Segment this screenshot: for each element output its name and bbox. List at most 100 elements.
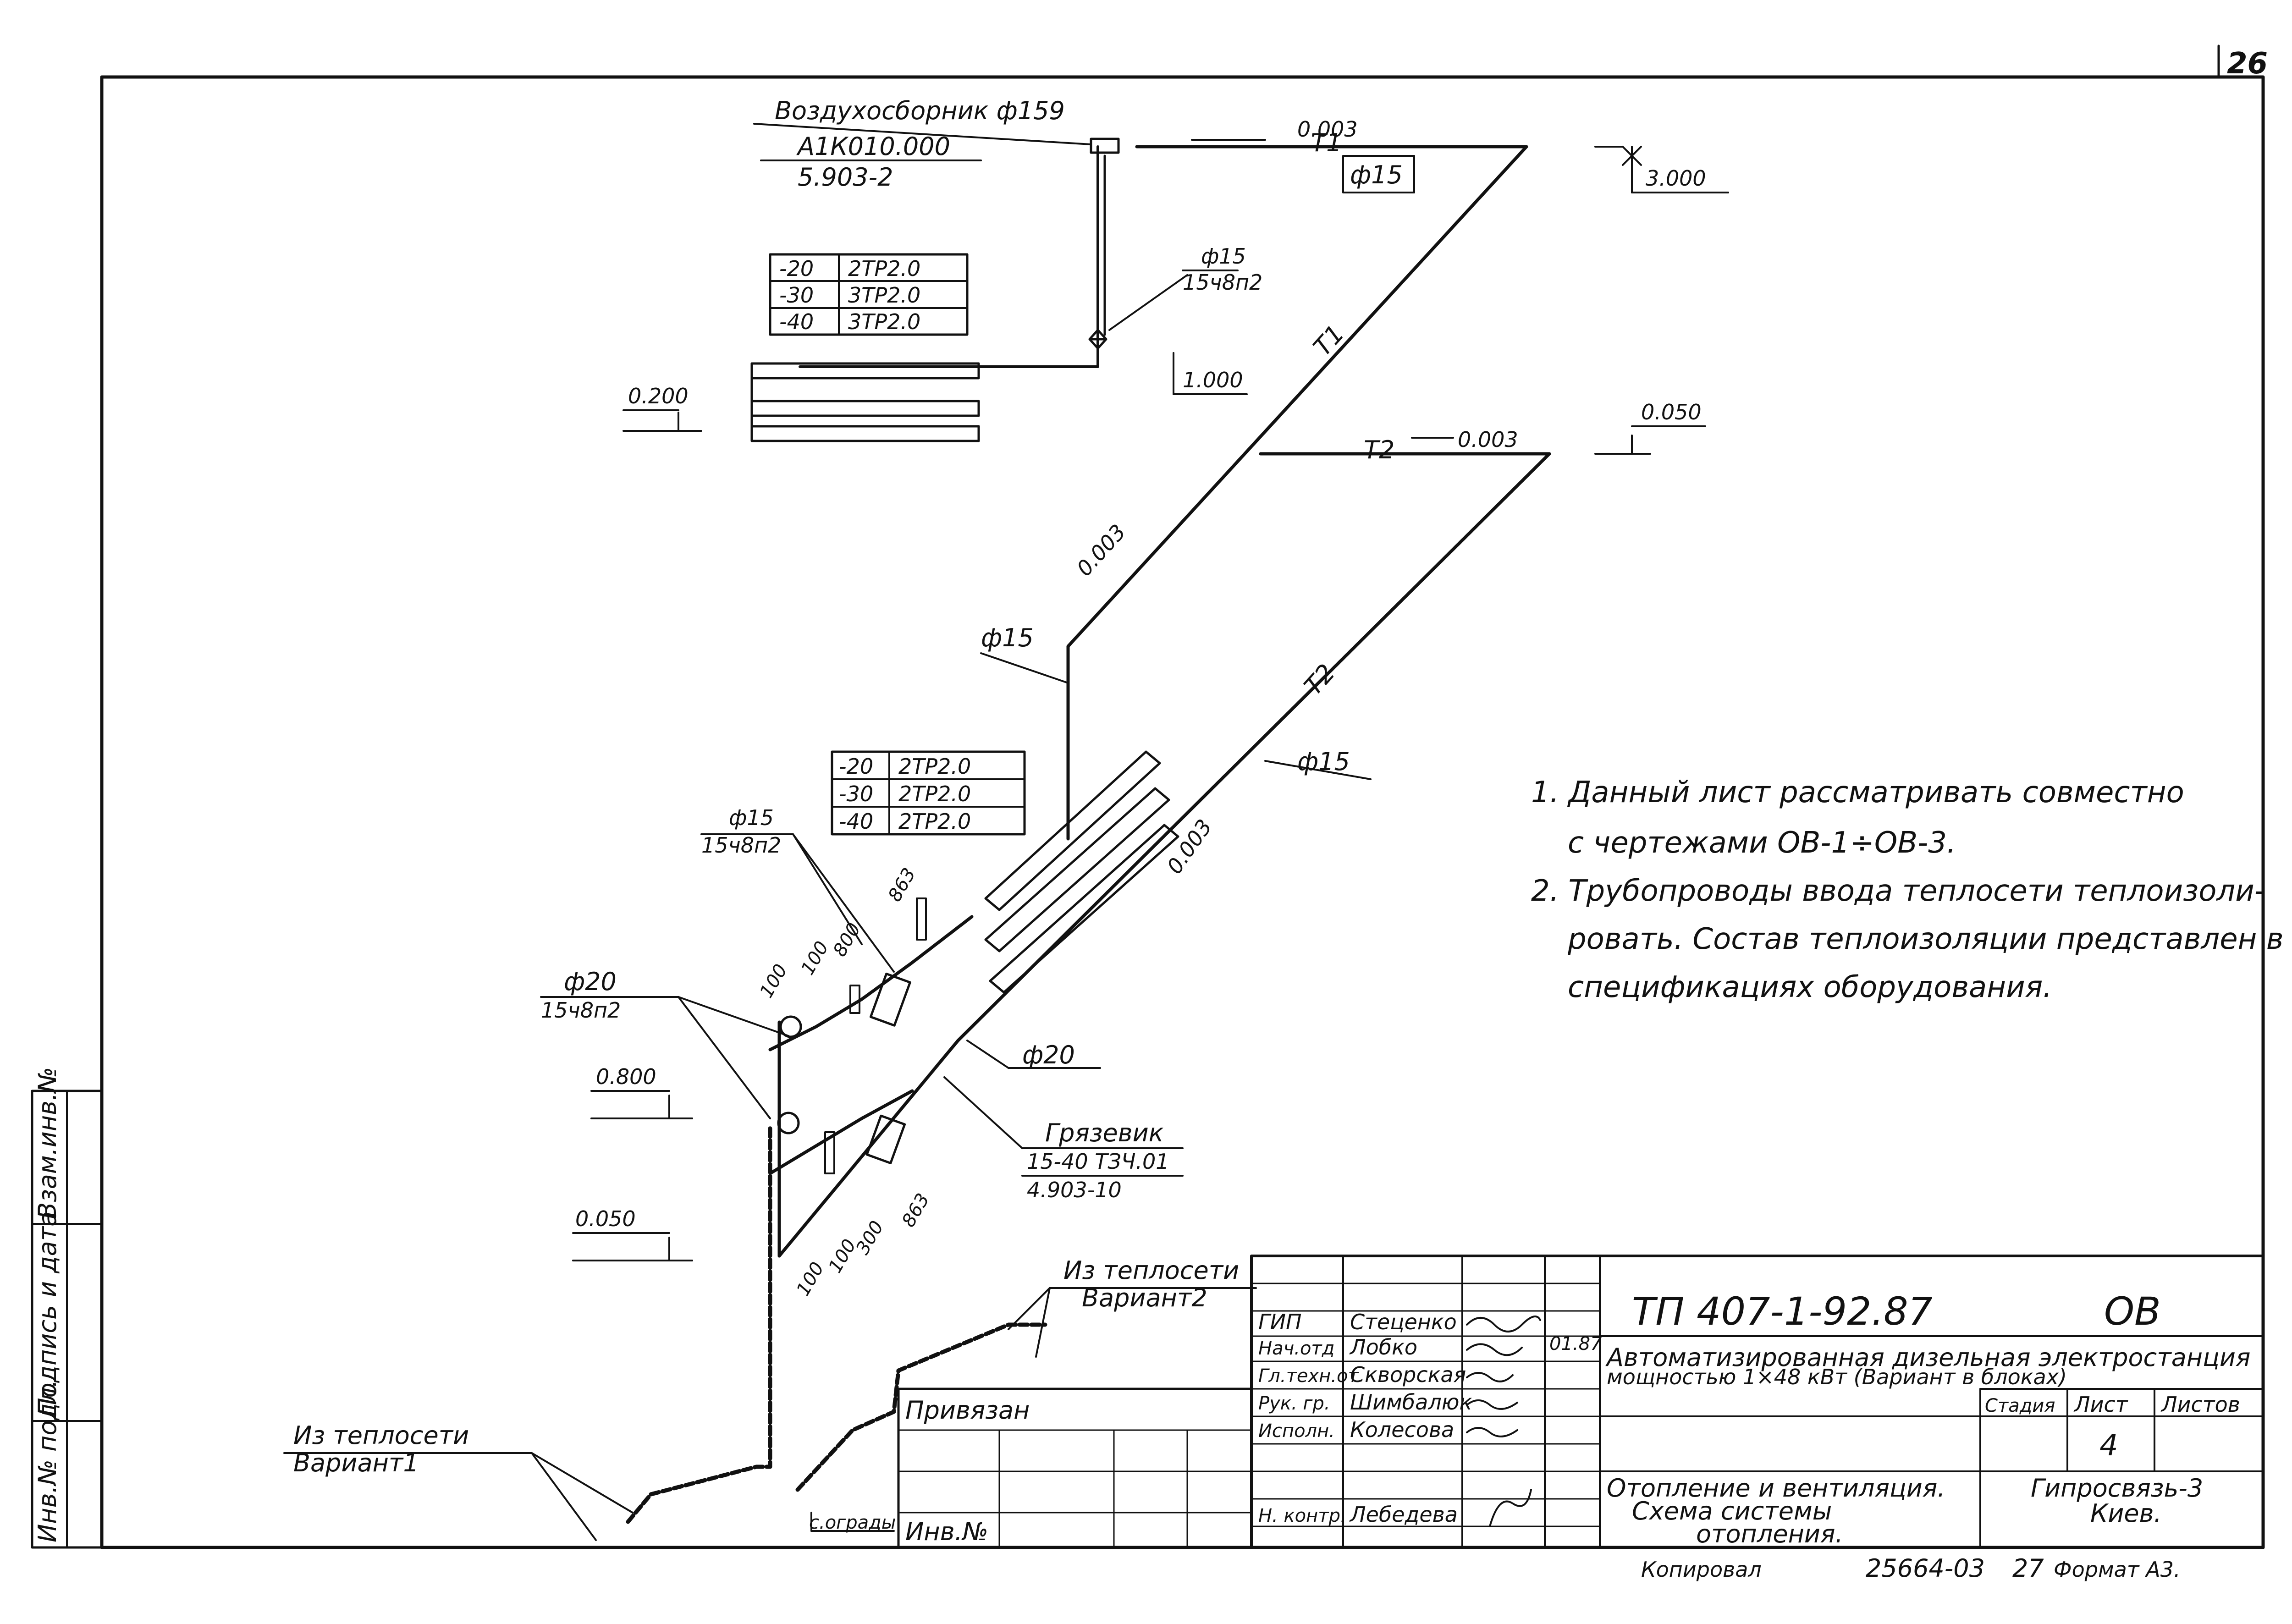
note-1: 1. Данный лист рассматривать совместно bbox=[1531, 776, 2184, 809]
rt-top-temp-2: -30 bbox=[779, 283, 814, 308]
rt-mid-spec-1: 2ТР2.0 bbox=[898, 754, 971, 779]
role-head: Нач.отд bbox=[1258, 1338, 1334, 1359]
valve-d15-top: ф15 bbox=[1201, 244, 1246, 269]
notes: 1. Данный лист рассматривать совместно с… bbox=[1531, 776, 2284, 1004]
rt-mid-spec-3: 2ТР2.0 bbox=[898, 809, 971, 834]
dim-300: 300 bbox=[852, 1217, 888, 1258]
elev-0050-right: 0.050 bbox=[1594, 400, 1706, 455]
heat-net-line-t2 bbox=[795, 1322, 1047, 1492]
sheet-corner-number: 26 bbox=[2227, 47, 2268, 81]
name-group: Шимбалюк bbox=[1350, 1390, 1472, 1415]
role-control: Н. контр. bbox=[1258, 1505, 1346, 1526]
heat-net-line-t1 bbox=[626, 1125, 772, 1524]
bound-label: Привязан bbox=[905, 1396, 1030, 1425]
name-performer: Колесова bbox=[1350, 1417, 1454, 1442]
section-title-1: Отопление и вентиляция. bbox=[1607, 1474, 1945, 1503]
mud-trap-line2: 4.903-10 bbox=[1027, 1178, 1122, 1202]
note-2: 2. Трубопроводы ввода теплосети теплоизо… bbox=[1531, 874, 2265, 908]
role-group: Рук. гр. bbox=[1258, 1393, 1330, 1414]
d15-mid: ф15 bbox=[981, 623, 1034, 652]
title-block: ГИП Стеценко Нач.отд Лобко Гл.техн.от Ск… bbox=[897, 1255, 2264, 1583]
label-t1-top: Т1 bbox=[1311, 128, 1342, 157]
sheets-label: Листов bbox=[2160, 1392, 2240, 1417]
note-2c: спецификациях оборудования. bbox=[1568, 970, 2052, 1004]
mud-trap: Грязевик 15-40 ТЗЧ.01 4.903-10 bbox=[943, 1076, 1184, 1202]
elev-0800: 0.800 bbox=[590, 1064, 693, 1119]
copied-label: Копировал bbox=[1641, 1557, 1762, 1582]
rt-top-spec-3: 3ТР2.0 bbox=[848, 309, 920, 334]
elevation-marks: 3.000 0.050 0.200 1.000 0.800 bbox=[572, 146, 1729, 1261]
side-stamp-replace: Взам.инв.№ bbox=[33, 1067, 62, 1219]
label-t1-diag: Т1 bbox=[1308, 319, 1350, 361]
valve-code-d20: 15ч8п2 bbox=[541, 998, 621, 1023]
mud-trap-line1: 15-40 ТЗЧ.01 bbox=[1027, 1149, 1169, 1174]
valve-specs: ф15 15ч8п2 ф15 15ч8п2 ф20 15ч8п2 bbox=[540, 244, 1262, 1119]
wall-label: с.ограды bbox=[809, 1512, 896, 1533]
name-gip: Стеценко bbox=[1350, 1310, 1457, 1334]
valve-code-mid: 15ч8п2 bbox=[701, 833, 781, 858]
sheet-code: ОВ bbox=[2104, 1289, 2161, 1334]
note-1b: с чертежами ОВ-1÷ОВ-3. bbox=[1568, 826, 1956, 860]
elev-0200: 0.200 bbox=[623, 384, 702, 432]
d20-label: ф20 bbox=[1022, 1040, 1075, 1069]
inv-label: Инв.№ bbox=[905, 1517, 988, 1546]
side-stamp-signature: Подпись и дата bbox=[33, 1211, 62, 1416]
elev-1000: 1.000 bbox=[1173, 352, 1248, 395]
dim-863-a: 863 bbox=[884, 864, 920, 905]
rt-mid-spec-2: 2ТР2.0 bbox=[898, 782, 971, 806]
rt-top-temp-1: -20 bbox=[779, 256, 814, 281]
sheet-no: 4 bbox=[2099, 1429, 2118, 1463]
svg-text:0.050: 0.050 bbox=[1641, 400, 1702, 424]
svg-text:1.000: 1.000 bbox=[1183, 368, 1243, 392]
elev-3000: 3.000 bbox=[1594, 146, 1729, 193]
rt-mid-temp-1: -20 bbox=[839, 754, 873, 779]
valve-d20: ф20 bbox=[564, 967, 617, 996]
rt-mid-temp-2: -30 bbox=[839, 782, 873, 806]
name-head: Лобко bbox=[1349, 1335, 1417, 1360]
name-chief-tech: Скворская bbox=[1350, 1362, 1466, 1387]
doc-number: ТП 407-1-92.87 bbox=[1632, 1289, 1933, 1334]
mud-trap-title: Грязевик bbox=[1045, 1118, 1164, 1147]
heat-net-1-line1: Из теплосети bbox=[293, 1421, 469, 1450]
svg-text:0.200: 0.200 bbox=[628, 384, 689, 408]
slope-diag-t1: 0.003 bbox=[1072, 519, 1130, 581]
valve-code-top: 15ч8п2 bbox=[1183, 270, 1262, 295]
pipe-t1 bbox=[1066, 145, 1528, 841]
org-1: Гипросвязь-3 bbox=[2031, 1474, 2203, 1503]
side-stamp: Инв.№ подл. Подпись и дата Взам.инв.№ bbox=[31, 1067, 103, 1549]
rt-top-spec-1: 2ТР2.0 bbox=[848, 256, 920, 281]
role-gip: ГИП bbox=[1258, 1310, 1302, 1334]
dim-863-b: 863 bbox=[898, 1190, 934, 1231]
svg-text:0.800: 0.800 bbox=[596, 1064, 656, 1089]
pipe-t2 bbox=[956, 452, 1551, 1042]
dim-100-b: 100 bbox=[797, 938, 833, 979]
name-control: Лебедева bbox=[1349, 1502, 1458, 1527]
svg-text:0.050: 0.050 bbox=[575, 1206, 636, 1231]
label-t2-top: Т2 bbox=[1364, 435, 1394, 464]
stage-label: Стадия bbox=[1985, 1395, 2055, 1416]
section-title-2: Схема системы bbox=[1632, 1497, 1832, 1525]
air-collector-drop bbox=[799, 150, 1099, 368]
section-title-3: отопления. bbox=[1696, 1519, 1843, 1548]
radiators-mid bbox=[984, 750, 1179, 994]
slope-t1: 0.003 bbox=[1297, 117, 1358, 142]
org-2: Киев. bbox=[2090, 1499, 2162, 1528]
copy-number: 25664-03 bbox=[1866, 1554, 1985, 1583]
slope-t2: 0.003 bbox=[1458, 427, 1518, 452]
valve-d15-mid: ф15 bbox=[729, 805, 774, 830]
rt-mid-temp-3: -40 bbox=[839, 809, 873, 834]
slope-diag-t2: 0.003 bbox=[1162, 815, 1217, 878]
project-title-2: мощностью 1×48 кВт (Вариант в блоках) bbox=[1607, 1365, 2067, 1389]
format-label: Формат А3. bbox=[2054, 1557, 2181, 1582]
heat-net-labels: Из теплосети Вариант1 Из теплосети Вариа… bbox=[283, 1256, 1257, 1541]
copy-page: 27 bbox=[2012, 1554, 2044, 1583]
air-collector-title: Воздухосборник ф159 bbox=[775, 96, 1065, 125]
dim-100-a: 100 bbox=[756, 961, 792, 1002]
sheet-label: Лист bbox=[2073, 1392, 2128, 1417]
d15-top: ф15 bbox=[1350, 160, 1403, 189]
fittings-cluster: 100 100 800 863 100 100 300 863 bbox=[756, 864, 974, 1299]
rt-top-temp-3: -40 bbox=[779, 309, 814, 334]
radiators-top bbox=[750, 362, 980, 442]
air-collector-line2: 5.903-2 bbox=[798, 163, 893, 192]
